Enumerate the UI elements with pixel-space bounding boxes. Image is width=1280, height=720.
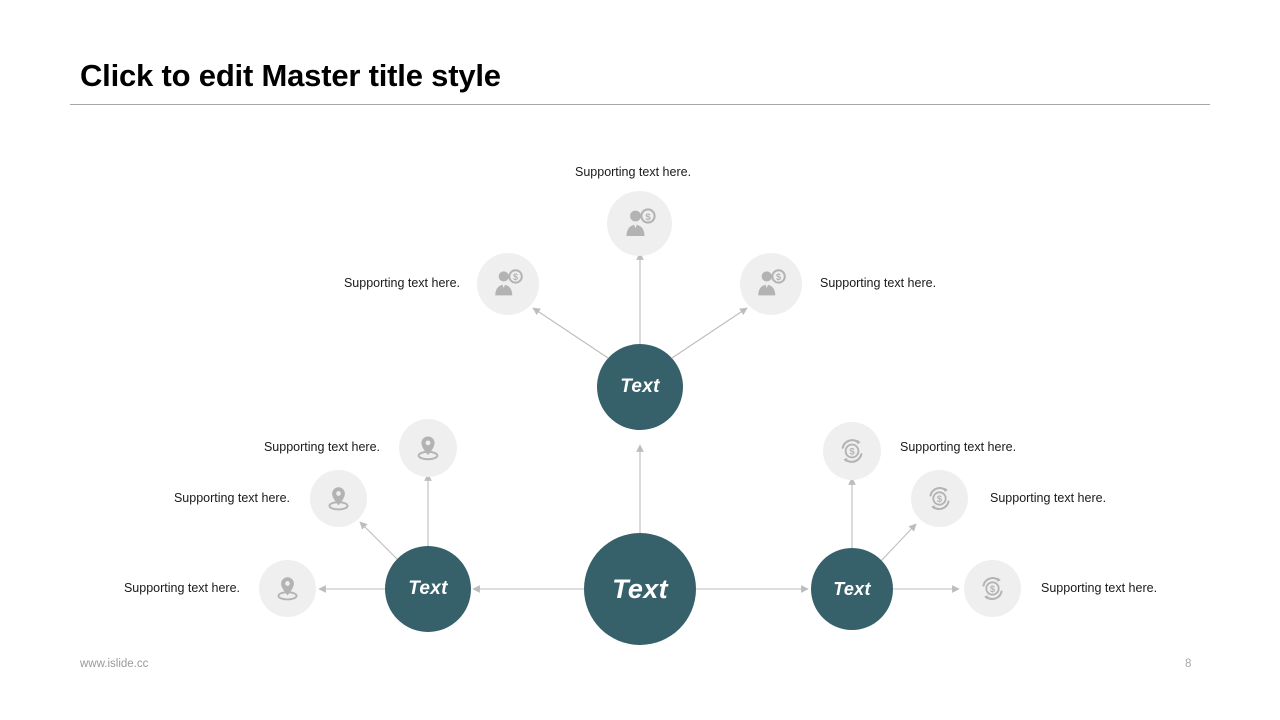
hub-label: Text [408,578,448,599]
support-label-right-lower: Supporting text here. [1041,581,1158,595]
person-dollar-icon[interactable]: $ [740,253,802,315]
support-label-left-middle: Supporting text here. [173,491,290,505]
support-label-left-lower: Supporting text here. [123,581,240,595]
page-number: 8 [1185,658,1192,670]
page-title: Click to edit Master title style [80,58,501,93]
hub-node-left[interactable]: Text [385,546,471,632]
person-dollar-icon[interactable]: $ [477,253,539,315]
support-label-top-center: Supporting text here. [575,165,692,179]
svg-text:$: $ [937,494,943,504]
hub-label: Text [620,376,660,397]
support-label-top-right: Supporting text here. [820,276,937,290]
map-pin-icon[interactable] [259,560,316,617]
title-divider [70,104,1210,105]
svg-text:$: $ [849,447,855,458]
support-label-right-middle: Supporting text here. [990,491,1107,505]
dollar-refresh-icon[interactable]: $ [823,422,881,480]
support-label-left-upper: Supporting text here. [263,440,380,454]
person-dollar-icon[interactable]: $ [607,191,672,256]
map-pin-icon[interactable] [399,419,457,477]
hub-node-top[interactable]: Text [597,344,683,430]
support-label-right-upper: Supporting text here. [900,440,1017,454]
hub-label: Text [612,573,668,604]
hub-label: Text [833,578,871,599]
svg-text:$: $ [513,272,518,282]
hub-node-center[interactable]: Text [584,533,696,645]
map-pin-icon[interactable] [310,470,367,527]
footer-url[interactable]: www.islide.cc [80,658,149,670]
svg-text:$: $ [990,584,996,594]
support-label-top-left: Supporting text here. [343,276,460,290]
hub-node-right[interactable]: Text [811,548,893,630]
dollar-refresh-icon[interactable]: $ [964,560,1021,617]
svg-text:$: $ [645,212,651,223]
svg-text:$: $ [776,272,781,282]
dollar-refresh-icon[interactable]: $ [911,470,968,527]
